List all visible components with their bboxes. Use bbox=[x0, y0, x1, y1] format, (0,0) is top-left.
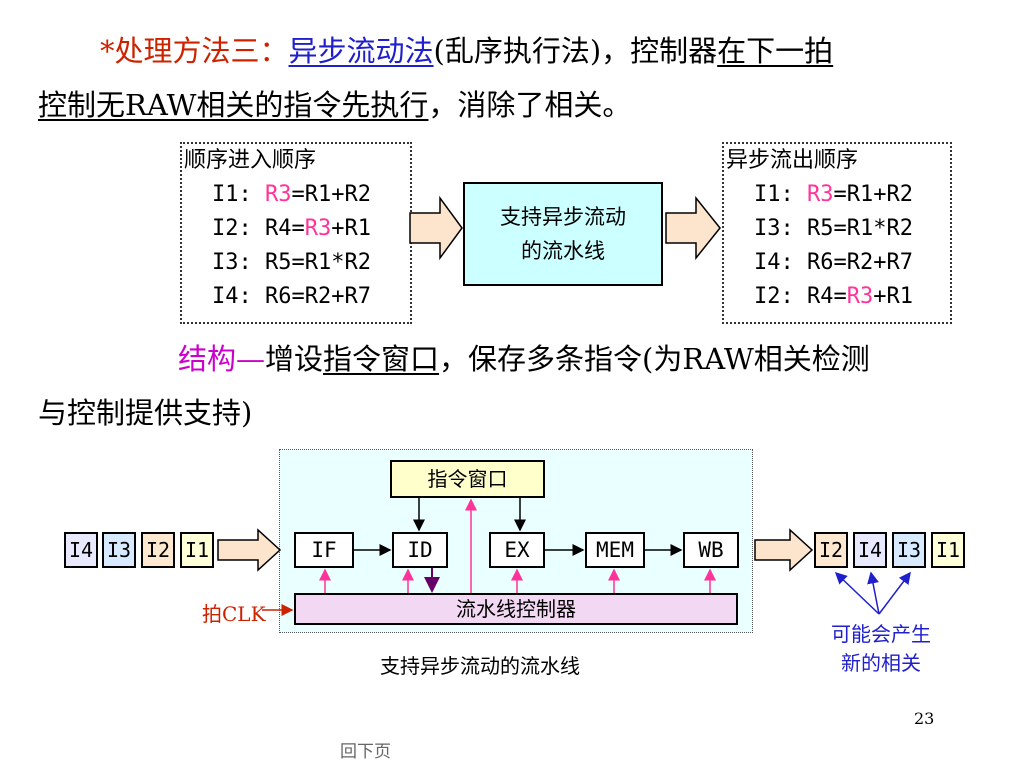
clock-label: 拍CLK bbox=[202, 602, 266, 626]
execute-first-text: 控制无RAW相关的指令先执行 bbox=[38, 88, 429, 122]
remove-dependency-text: ，消除了相关。 bbox=[428, 88, 632, 122]
block-arrow-pipe-out bbox=[754, 528, 814, 572]
note-arrow-1 bbox=[834, 571, 880, 615]
pipeline-caption: 支持异步流动的流水线 bbox=[380, 654, 580, 678]
out-line-2: I3: R5=R1*R2 bbox=[754, 216, 913, 241]
new-dependency-note: 可能会产生 新的相关 bbox=[831, 622, 931, 675]
in-order-box: 顺序进入顺序 I1: R3=R1+R2 I2: R4=R3+R1 I3: R5=… bbox=[180, 142, 412, 324]
stage-id: ID bbox=[392, 532, 448, 568]
out-order-title: 异步流出顺序 bbox=[726, 148, 859, 173]
out-line-1: I1: R3=R1+R2 bbox=[754, 182, 913, 207]
async-pipeline-box: 支持异步流动 的流水线 bbox=[463, 182, 663, 286]
in-queue-cell: I3 bbox=[102, 532, 136, 568]
heading-line-2: 控制无RAW相关的指令先执行，消除了相关。 bbox=[38, 82, 631, 124]
block-arrow-pipe-in bbox=[217, 528, 282, 572]
stage-mem: MEM bbox=[585, 532, 645, 568]
stage-ex: EX bbox=[489, 532, 545, 568]
out-order-box: 异步流出顺序 I1: R3=R1+R2 I3: R5=R1*R2 I4: R6=… bbox=[722, 142, 952, 324]
async-pipeline-line-2: 的流水线 bbox=[521, 239, 605, 263]
nav-next-link[interactable]: 回下页 bbox=[340, 742, 391, 762]
structure-label: 结构— bbox=[178, 342, 266, 376]
structure-line-2: 与控制提供支持) bbox=[38, 396, 253, 430]
method-label: *处理方法三： bbox=[100, 34, 289, 68]
in-queue-cell: I1 bbox=[180, 532, 214, 568]
in-line-3: I3: R5=R1*R2 bbox=[212, 250, 371, 275]
out-line-4: I2: R4=R3+R1 bbox=[754, 284, 913, 309]
in-queue-cell: I4 bbox=[64, 532, 98, 568]
next-cycle-text: 在下一拍 bbox=[717, 34, 834, 68]
note-arrow-3 bbox=[878, 571, 911, 615]
instruction-window-term: 指令窗口 bbox=[323, 342, 440, 376]
out-queue-cell: I3 bbox=[892, 532, 926, 568]
block-arrow-in bbox=[409, 195, 463, 261]
out-queue-cell: I1 bbox=[931, 532, 965, 568]
stage-if: IF bbox=[294, 532, 354, 568]
in-line-2: I2: R4=R3+R1 bbox=[212, 216, 371, 241]
out-queue-cell: I4 bbox=[853, 532, 887, 568]
note-arrow-2 bbox=[867, 571, 880, 615]
heading-line-1: *处理方法三：异步流动法(乱序执行法)，控制器在下一拍 bbox=[100, 28, 833, 70]
async-pipeline-line-1: 支持异步流动 bbox=[500, 205, 626, 229]
out-queue-cell: I2 bbox=[814, 532, 848, 568]
pipeline-controller-box: 流水线控制器 bbox=[294, 593, 738, 625]
structure-line-1: 结构—增设指令窗口，保存多条指令(为RAW相关检测 bbox=[178, 342, 870, 376]
block-arrow-out bbox=[665, 195, 721, 261]
method-name: 异步流动法 bbox=[288, 34, 434, 68]
out-line-3: I4: R6=R2+R7 bbox=[754, 250, 913, 275]
in-queue-cell: I2 bbox=[141, 532, 175, 568]
method-alias: (乱序执行法)，控制器 bbox=[433, 34, 718, 68]
instruction-window-box: 指令窗口 bbox=[390, 460, 545, 498]
in-line-1: I1: R3=R1+R2 bbox=[212, 182, 371, 207]
page-number: 23 bbox=[914, 709, 935, 728]
in-line-4: I4: R6=R2+R7 bbox=[212, 284, 371, 309]
stage-wb: WB bbox=[683, 532, 739, 568]
in-order-title: 顺序进入顺序 bbox=[184, 148, 317, 173]
